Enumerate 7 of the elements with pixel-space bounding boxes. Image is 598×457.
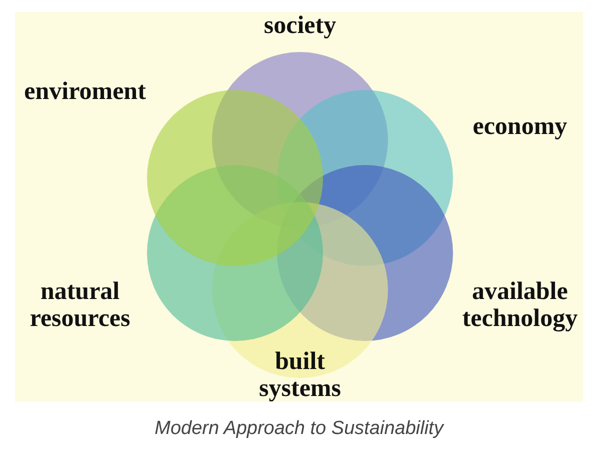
circle-label: society — [262, 12, 338, 39]
circle-label: enviroment — [23, 78, 147, 104]
circle-label: economy — [472, 112, 568, 140]
caption: Modern Approach to Sustainability — [154, 418, 446, 440]
circle-label: available technology — [461, 278, 579, 332]
circle-label: built systems — [258, 348, 342, 402]
circle-label: natural resources — [28, 278, 132, 332]
